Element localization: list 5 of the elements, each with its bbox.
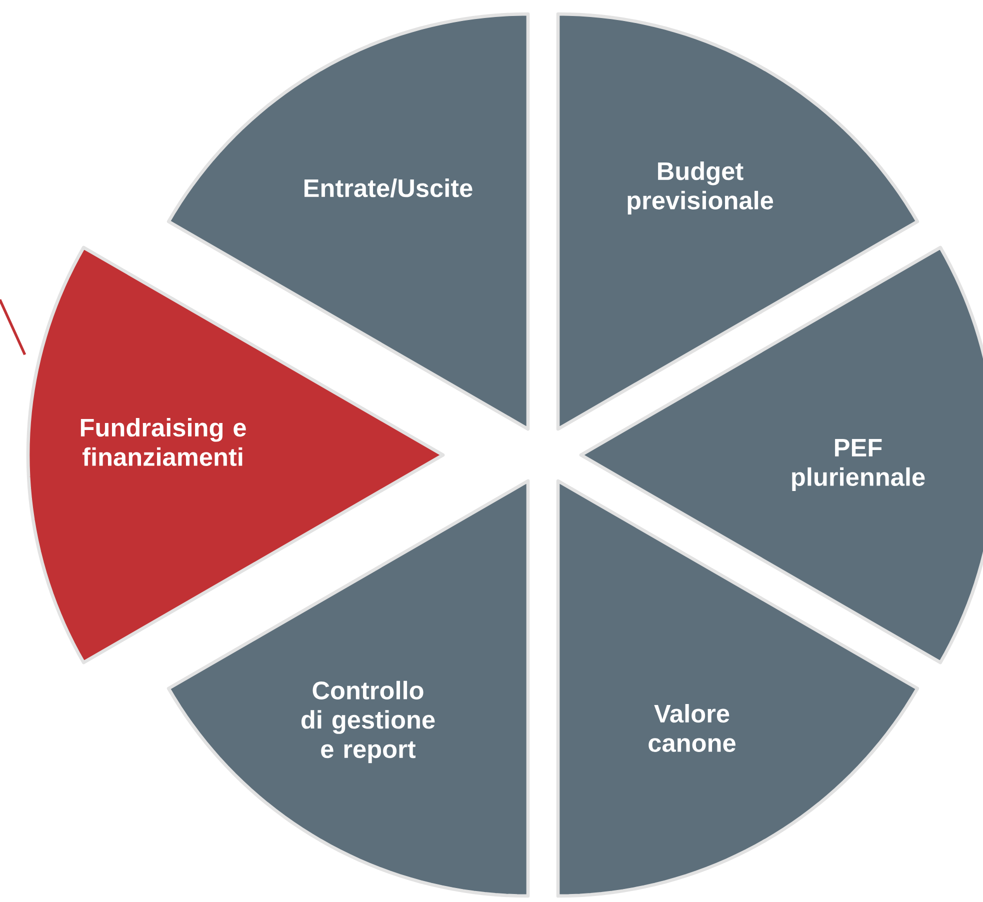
pie-segment: Controllo di gestione e report <box>166 479 530 898</box>
pie-segment: PEF pluriennale <box>579 246 983 664</box>
leader-line <box>0 299 26 356</box>
pie-segment: Budget previsionale <box>556 12 920 431</box>
pie-segment: Fundraising e finanziamenti <box>26 246 445 664</box>
